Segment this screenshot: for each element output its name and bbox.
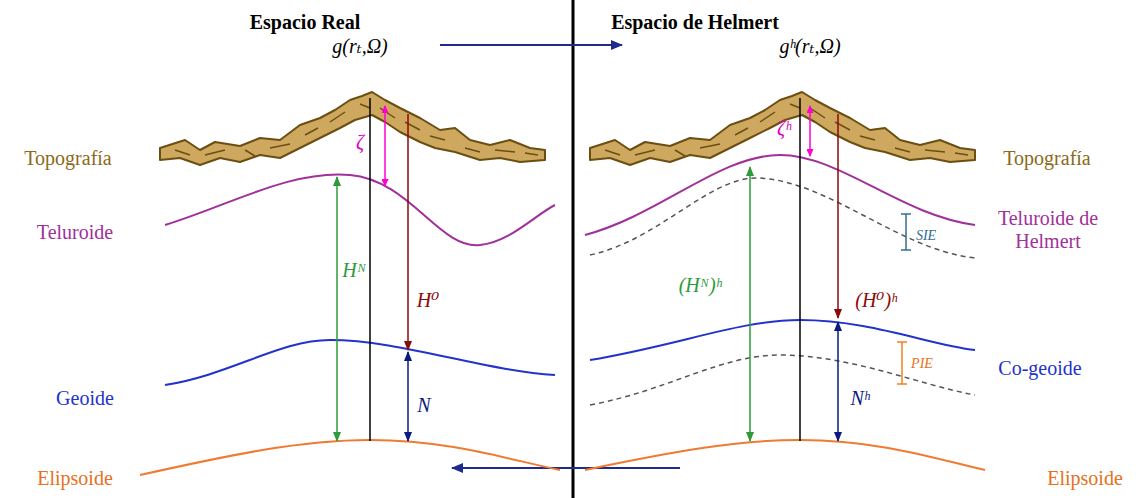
helmert-telluroid-curve — [585, 155, 975, 235]
normal-height-arrow — [336, 177, 338, 441]
telluroid-curve — [165, 175, 555, 246]
orthometric-height-arrow — [837, 114, 839, 318]
surface-name: Topografía — [24, 147, 111, 170]
real-telluroid-dashed — [590, 178, 975, 258]
space-title: Espacio de Helmert — [611, 11, 779, 34]
quantity-symbol: H⁰ — [417, 289, 439, 312]
height-anomaly-arrow — [809, 106, 811, 156]
sie-marker — [901, 249, 911, 251]
pie-marker — [897, 341, 907, 343]
surface-name: Teluroide de Helmert — [982, 207, 1114, 253]
surface-name: Co-geoide — [998, 357, 1081, 380]
plumb-line — [369, 98, 371, 441]
ellipsoid-curve — [140, 440, 560, 475]
geoid-curve — [165, 340, 555, 385]
normal-height-arrow — [749, 167, 751, 441]
quantity-symbol: ζʰ — [777, 117, 791, 140]
quantity-symbol: SIE — [916, 228, 936, 244]
gravity-label: g(rₜ,Ω) — [332, 35, 388, 58]
ellipsoid-curve — [585, 440, 985, 470]
cogeoid-height-arrow — [837, 322, 839, 441]
quantity-symbol: ζ — [356, 131, 364, 154]
pie-marker — [897, 383, 907, 385]
surface-name: Teluroide — [37, 221, 113, 244]
sie-marker — [905, 214, 907, 250]
space-title: Espacio Real — [250, 11, 361, 34]
real-geoid-dashed — [590, 355, 975, 405]
transfer-arrow — [452, 467, 680, 469]
quantity-symbol: PIE — [911, 356, 933, 372]
gravity-label: gʰ(rₜ,Ω) — [779, 35, 840, 58]
surface-name: Topografía — [1003, 147, 1090, 170]
plumb-line — [799, 98, 801, 441]
orthometric-height-arrow — [407, 114, 409, 350]
surface-name: Elipsoide — [37, 467, 113, 490]
geoid-height-arrow — [407, 352, 409, 441]
sie-marker — [901, 213, 911, 215]
quantity-symbol: Hᴺ — [342, 259, 366, 282]
quantity-symbol: Nʰ — [850, 387, 869, 410]
topography — [160, 92, 545, 165]
cogeoid-curve — [590, 320, 975, 360]
pie-marker — [901, 342, 903, 384]
height-anomaly-arrow — [384, 106, 386, 186]
surface-name: Geoide — [56, 387, 114, 410]
surface-name: Elipsoide — [1047, 467, 1123, 490]
quantity-symbol: (Hᴺ)ʰ — [679, 274, 722, 297]
transfer-arrow — [440, 44, 622, 46]
quantity-symbol: N — [417, 394, 430, 417]
divider — [572, 0, 575, 498]
quantity-symbol: (H⁰)ʰ — [855, 289, 896, 312]
